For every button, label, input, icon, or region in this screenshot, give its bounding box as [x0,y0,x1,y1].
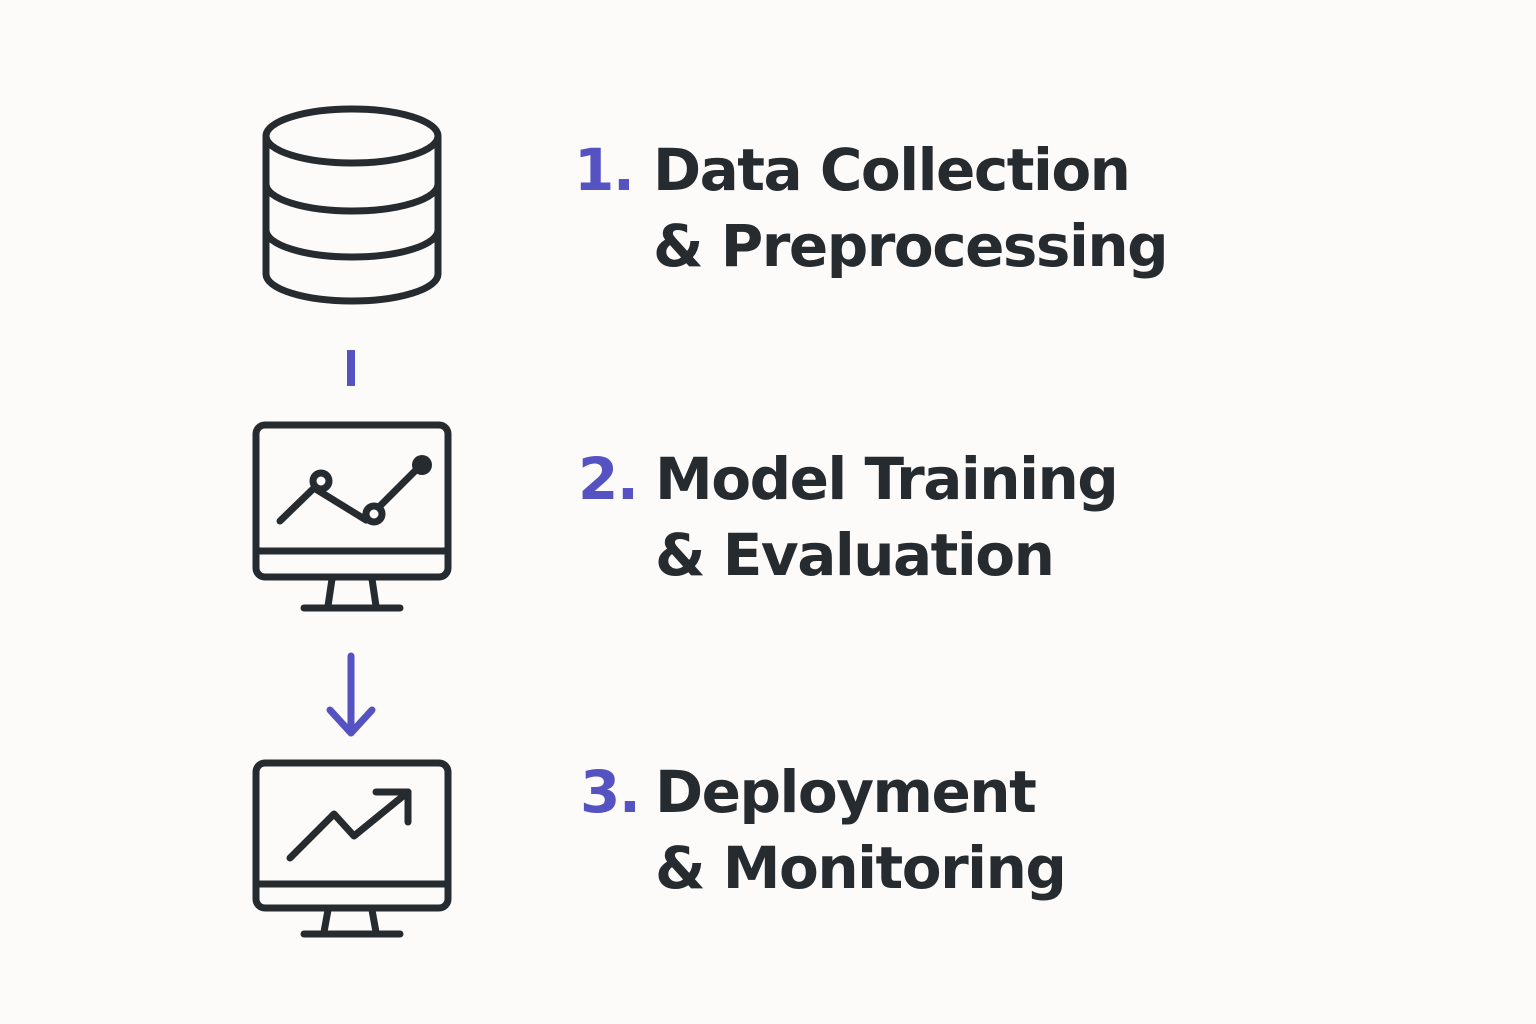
arrow-down-icon [326,652,376,737]
step-title: Deployment & Monitoring [655,754,1067,906]
step-title-line: & Monitoring [655,834,1067,902]
step-title-line: & Preprocessing [653,212,1169,280]
step-title-line: Model Training [655,445,1119,513]
step-number: 1. [574,136,635,204]
step-title: Data Collection & Preprocessing [653,132,1169,284]
step-number: 2. [578,445,639,513]
step-title-line: Deployment [655,758,1037,826]
step-title: Model Training & Evaluation [655,441,1119,593]
database-icon [262,105,442,305]
step-title-line: & Evaluation [655,521,1055,589]
monitor-trend-up-icon [252,759,452,938]
step-number: 3. [580,758,641,826]
monitor-line-chart-icon [252,421,452,612]
connector-line [347,350,355,386]
step-title-line: Data Collection [653,136,1131,204]
